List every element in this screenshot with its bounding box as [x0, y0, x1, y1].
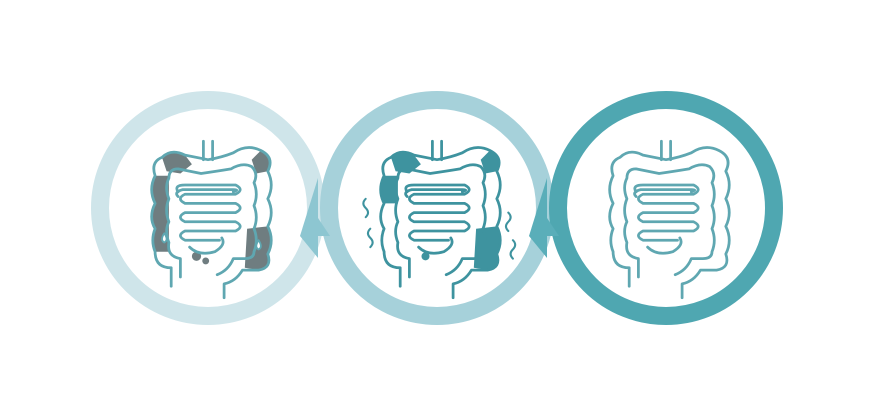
intestine-active-icon	[362, 139, 517, 300]
ring-dark	[549, 91, 783, 325]
stage-circle-healthy	[549, 91, 783, 325]
ring-light	[91, 91, 325, 325]
ring-medium	[320, 91, 554, 325]
inflammation-patches	[380, 150, 501, 271]
arrow-left-icon	[529, 178, 559, 258]
droplet-icon	[161, 232, 168, 244]
stage-circle-inflamed	[91, 91, 325, 325]
droplet-icon	[255, 239, 262, 251]
motion-lines-icon	[362, 197, 517, 260]
stage-circle-improving	[320, 91, 554, 325]
intestine-severe-icon	[150, 139, 273, 300]
arrow-left-icon	[300, 178, 330, 258]
